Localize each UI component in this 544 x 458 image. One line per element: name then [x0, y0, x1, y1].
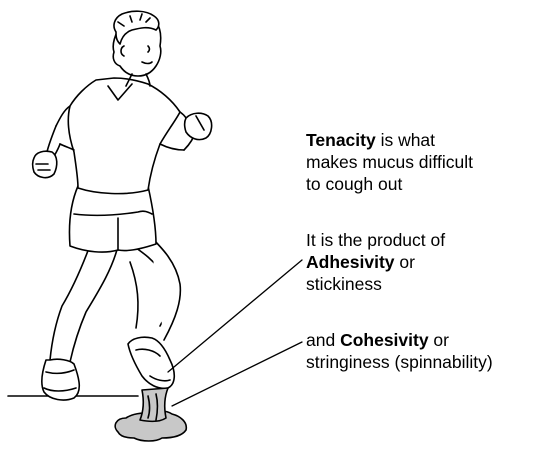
back-leg	[42, 240, 118, 400]
caption-tenacity-line1-text: is what	[376, 130, 435, 150]
caption-cohesivity-line2: stringiness (spinnability)	[306, 351, 542, 373]
caption-cohesivity-line1: and Cohesivity or	[306, 329, 542, 351]
caption-adhesivity-line2: Adhesivity or	[306, 251, 542, 273]
caption-tenacity-line3: to cough out	[306, 173, 542, 195]
caption-adhesivity-line1: It is the product of	[306, 229, 542, 251]
right-arm	[184, 113, 212, 150]
caption-adhesivity: It is the product of Adhesivity or stick…	[306, 229, 542, 295]
caption-adhesivity-line2-text: or	[395, 252, 415, 272]
caption-adhesivity-line3: stickiness	[306, 273, 542, 295]
caption-tenacity: Tenacity is what makes mucus difficult t…	[306, 129, 542, 195]
term-cohesivity: Cohesivity	[340, 330, 429, 350]
caption-tenacity-line2: makes mucus difficult	[306, 151, 542, 173]
shirt	[56, 78, 192, 194]
left-arm	[33, 126, 61, 178]
caption-tenacity-line1: Tenacity is what	[306, 129, 542, 151]
shorts	[69, 186, 156, 252]
pointer-adhesivity	[168, 260, 302, 372]
term-tenacity: Tenacity	[306, 130, 376, 150]
caption-cohesivity-line1-text: or	[429, 330, 449, 350]
front-leg	[124, 236, 180, 388]
caption-cohesivity-prefix: and	[306, 330, 340, 350]
head	[113, 11, 161, 86]
term-adhesivity: Adhesivity	[306, 252, 395, 272]
caption-cohesivity: and Cohesivity or stringiness (spinnabil…	[306, 329, 542, 373]
